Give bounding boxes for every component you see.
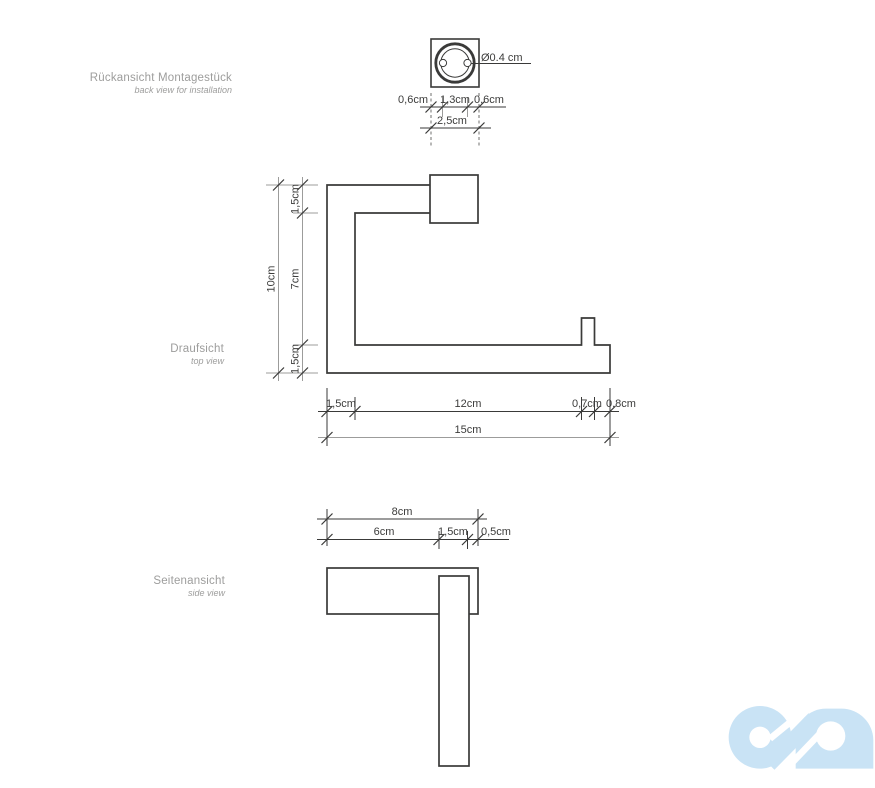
tick-mark — [588, 405, 601, 418]
dim-label: 0,7cm — [572, 398, 602, 410]
dim-label: 0,6cm — [398, 94, 428, 106]
tick-mark — [296, 339, 309, 351]
holder-arm — [438, 575, 470, 767]
side-view-label: Seitenansicht side view — [153, 574, 225, 600]
dim-label: 0,6cm — [474, 94, 504, 106]
decor-walther-cd-logo — [728, 705, 874, 777]
dim-label: 0,5cm — [481, 526, 511, 538]
tick-mark — [461, 533, 474, 546]
side-view-figure — [326, 567, 479, 767]
tick-mark — [433, 533, 445, 546]
top-view-label-de: Draufsicht — [170, 343, 224, 355]
tick-mark — [472, 533, 484, 546]
dim-label: 8cm — [392, 506, 413, 518]
dim-label: 10cm — [266, 266, 278, 293]
tick-mark — [461, 101, 474, 113]
tick-mark — [321, 513, 333, 525]
dim-label: 2,5cm — [437, 115, 467, 127]
mount-hole-left — [438, 58, 448, 68]
side-view-label-de: Seitenansicht — [153, 575, 225, 587]
tick-mark — [425, 122, 437, 134]
tick-mark — [436, 101, 449, 113]
dim-label: 1,5cm — [290, 184, 302, 214]
holder-outline — [326, 184, 611, 374]
dim-label: 1,5cm — [290, 344, 302, 374]
logo-d-hole — [816, 721, 846, 751]
tick-mark — [296, 179, 309, 191]
dim-label: 12cm — [455, 398, 482, 410]
dim-label: 7cm — [290, 269, 302, 290]
logo-cross-band — [763, 713, 820, 770]
side-view-label-en: side view — [187, 588, 225, 599]
top-view-figure — [326, 174, 611, 374]
tick-mark — [575, 405, 588, 418]
tick-mark — [472, 513, 484, 525]
top-view-label: Draufsicht top view — [170, 342, 224, 368]
dim-label: 15cm — [455, 424, 482, 436]
logo-gap-upper — [767, 706, 809, 742]
dim-label: 1,3cm — [440, 94, 470, 106]
tick-mark — [604, 431, 616, 444]
tick-mark — [272, 179, 285, 191]
back-view-label-en: back view for installation — [134, 85, 232, 96]
tick-mark — [296, 207, 309, 219]
tick-mark — [296, 367, 309, 379]
mount-hole-right — [463, 58, 472, 68]
tick-mark — [321, 533, 333, 546]
dim-label: 0,8cm — [606, 398, 636, 410]
dim-label: 1,5cm — [326, 398, 356, 410]
tick-mark — [321, 405, 333, 418]
side-view-dimensions: 8cm 6cm 1,5cm 0,5cm — [317, 506, 511, 549]
back-view-label-de: Rückansicht Montagestück — [89, 72, 232, 84]
back-view-figure: Ø0.4 cm — [430, 38, 531, 88]
top-view-dimensions-left: 10cm 1,5cm 7cm 1,5cm — [266, 177, 318, 381]
top-view-label-en: top view — [190, 356, 224, 367]
tick-mark — [473, 122, 485, 134]
top-view-dimensions-bottom: 1,5cm 12cm 0,7cm 0,8cm 15cm — [318, 388, 636, 446]
mount-block — [429, 174, 479, 224]
dim-label: 6cm — [374, 526, 395, 538]
tick-mark — [604, 405, 616, 418]
dim-label: 1,5cm — [438, 526, 468, 538]
hole-diameter-label: Ø0.4 cm — [481, 52, 523, 64]
tick-mark — [321, 431, 333, 444]
tick-mark — [349, 405, 361, 418]
tick-mark — [425, 101, 437, 113]
tick-mark — [272, 367, 285, 379]
back-view-dimensions: 0,6cm 1,3cm 0,6cm 2,5cm — [398, 93, 506, 146]
back-view-label: Rückansicht Montagestück back view for i… — [90, 71, 232, 97]
tick-mark — [473, 101, 485, 113]
